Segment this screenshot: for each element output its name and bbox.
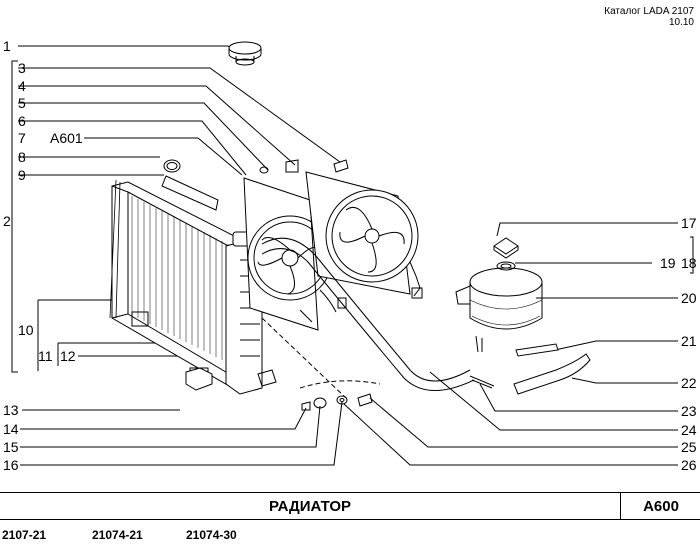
callout-11: 11 (38, 348, 53, 364)
callout-15: 15 (3, 439, 19, 455)
callout-16: 16 (3, 457, 19, 473)
callout-5: 5 (18, 95, 26, 111)
page-title: РАДИАТОР (268, 498, 352, 515)
callout-7: 7 (18, 130, 26, 146)
catalog-code: A600 (643, 498, 679, 515)
callout-25: 25 (681, 439, 697, 455)
callout-12: 12 (60, 348, 76, 364)
callout-18: 18 (681, 255, 697, 271)
callout-9: 9 (18, 167, 26, 183)
callout-19: 19 (660, 255, 676, 271)
leader-lines-right (343, 222, 694, 466)
tank-strap (515, 343, 559, 357)
fan-assembly-front (305, 171, 423, 309)
radiator-cap (228, 41, 262, 66)
callout-ref-a601: A601 (50, 130, 83, 146)
radiator (109, 179, 263, 395)
callout-14: 14 (3, 421, 19, 437)
model-code: 21074-30 (186, 528, 237, 542)
fasteners (185, 159, 373, 411)
callout-13: 13 (3, 402, 19, 418)
callout-4: 4 (18, 78, 26, 94)
tank-bracket (513, 353, 591, 395)
callout-1: 1 (3, 38, 11, 54)
callout-10: 10 (18, 322, 34, 338)
callout-23: 23 (681, 403, 697, 419)
callout-labels: 1 2 3 4 5 6 7 A601 8 9 10 11 12 13 14 15… (3, 38, 697, 473)
expansion-hose (261, 237, 475, 391)
catalog-date: 10.10 (668, 17, 694, 28)
callout-6: 6 (18, 113, 26, 129)
catalog-header: Каталог LADA 2107 10.10 (604, 6, 694, 28)
callout-17: 17 (681, 215, 697, 231)
callout-2: 2 (3, 213, 11, 229)
upper-hose (161, 159, 219, 211)
model-code: 2107-21 (2, 528, 47, 542)
title-bar: РАДИАТОР A600 (0, 492, 700, 520)
tank-seal (496, 261, 516, 271)
model-code: 21074-21 (92, 528, 143, 542)
callout-20: 20 (681, 290, 697, 306)
catalog-name: Каталог LADA 2107 (604, 6, 694, 17)
expansion-tank (455, 267, 543, 353)
tank-cap (493, 237, 519, 259)
hose-clip (469, 375, 495, 389)
callout-26: 26 (681, 457, 697, 473)
title-bar-divider (620, 493, 621, 519)
callout-3: 3 (18, 60, 26, 76)
callout-22: 22 (681, 375, 697, 391)
callout-24: 24 (681, 422, 697, 438)
callout-8: 8 (18, 149, 26, 165)
callout-21: 21 (681, 333, 697, 349)
alignment-lines (261, 317, 381, 399)
